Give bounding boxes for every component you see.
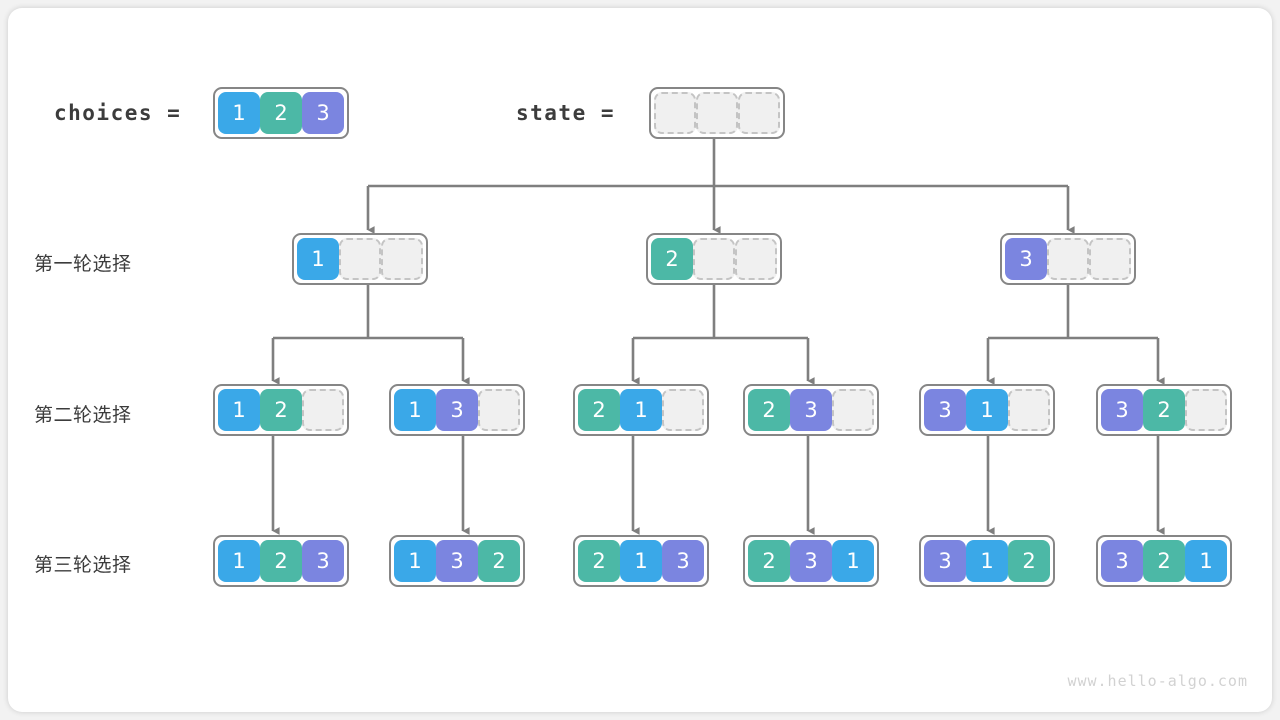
- row-label-round-3: 第三轮选择: [34, 554, 132, 576]
- choices-label: choices =: [54, 101, 182, 125]
- level1-node-2: 3: [1000, 233, 1136, 285]
- level1-node-2-cell-1: [1047, 238, 1089, 280]
- level3-node-0-cell-0: 1: [218, 540, 260, 582]
- level1-node-2-cell-2: [1089, 238, 1131, 280]
- level2-node-0-cell-0: 1: [218, 389, 260, 431]
- level3-node-5-cell-1: 2: [1143, 540, 1185, 582]
- level3-node-5-cell-2: 1: [1185, 540, 1227, 582]
- level1-node-0-cell-0: 1: [297, 238, 339, 280]
- level2-node-4-cell-2: [1008, 389, 1050, 431]
- level1-node-1: 2: [646, 233, 782, 285]
- level2-node-4-cell-0: 3: [924, 389, 966, 431]
- level3-node-3-cell-2: 1: [832, 540, 874, 582]
- level3-node-1-cell-0: 1: [394, 540, 436, 582]
- choices-cell-2: 3: [302, 92, 344, 134]
- choices-cell-1: 2: [260, 92, 302, 134]
- tree-connectors: [271, 132, 1165, 535]
- level3-node-4-cell-0: 3: [924, 540, 966, 582]
- level1-node-0-cell-2: [381, 238, 423, 280]
- level2-node-1-cell-2: [478, 389, 520, 431]
- level2-node-5-cell-2: [1185, 389, 1227, 431]
- level2-node-2-cell-2: [662, 389, 704, 431]
- level2-node-5-cell-1: 2: [1143, 389, 1185, 431]
- level1-node-2-cell-0: 3: [1005, 238, 1047, 280]
- level3-node-5-cell-0: 3: [1101, 540, 1143, 582]
- watermark: www.hello-algo.com: [1067, 672, 1248, 690]
- level2-node-1-cell-1: 3: [436, 389, 478, 431]
- level3-node-1-cell-1: 3: [436, 540, 478, 582]
- level2-node-3-cell-2: [832, 389, 874, 431]
- level2-node-4-cell-1: 1: [966, 389, 1008, 431]
- level2-node-2-cell-0: 2: [578, 389, 620, 431]
- level2-node-3-cell-1: 3: [790, 389, 832, 431]
- level3-node-1-cell-2: 2: [478, 540, 520, 582]
- level3-node-2-cell-2: 3: [662, 540, 704, 582]
- level3-node-0-cell-2: 3: [302, 540, 344, 582]
- level1-node-0-cell-1: [339, 238, 381, 280]
- state-array: [649, 87, 785, 139]
- level2-node-1-cell-0: 1: [394, 389, 436, 431]
- level3-node-4-cell-2: 2: [1008, 540, 1050, 582]
- level2-node-2-cell-1: 1: [620, 389, 662, 431]
- state-cell-1: [696, 92, 738, 134]
- state-cell-2: [738, 92, 780, 134]
- level1-node-0: 1: [292, 233, 428, 285]
- level3-node-3-cell-1: 3: [790, 540, 832, 582]
- row-label-round-1: 第一轮选择: [34, 253, 132, 275]
- level3-node-2-cell-0: 2: [578, 540, 620, 582]
- level1-node-1-cell-0: 2: [651, 238, 693, 280]
- row-label-round-2: 第二轮选择: [34, 404, 132, 426]
- level3-node-4-cell-1: 1: [966, 540, 1008, 582]
- state-cell-0: [654, 92, 696, 134]
- level1-node-1-cell-1: [693, 238, 735, 280]
- level3-node-0-cell-1: 2: [260, 540, 302, 582]
- level1-node-1-cell-2: [735, 238, 777, 280]
- level2-node-5-cell-0: 3: [1101, 389, 1143, 431]
- state-label: state =: [516, 101, 616, 125]
- choices-cell-0: 1: [218, 92, 260, 134]
- level3-node-2-cell-1: 1: [620, 540, 662, 582]
- level2-node-0-cell-2: [302, 389, 344, 431]
- level2-node-3-cell-0: 2: [748, 389, 790, 431]
- level3-node-3-cell-0: 2: [748, 540, 790, 582]
- level2-node-0-cell-1: 2: [260, 389, 302, 431]
